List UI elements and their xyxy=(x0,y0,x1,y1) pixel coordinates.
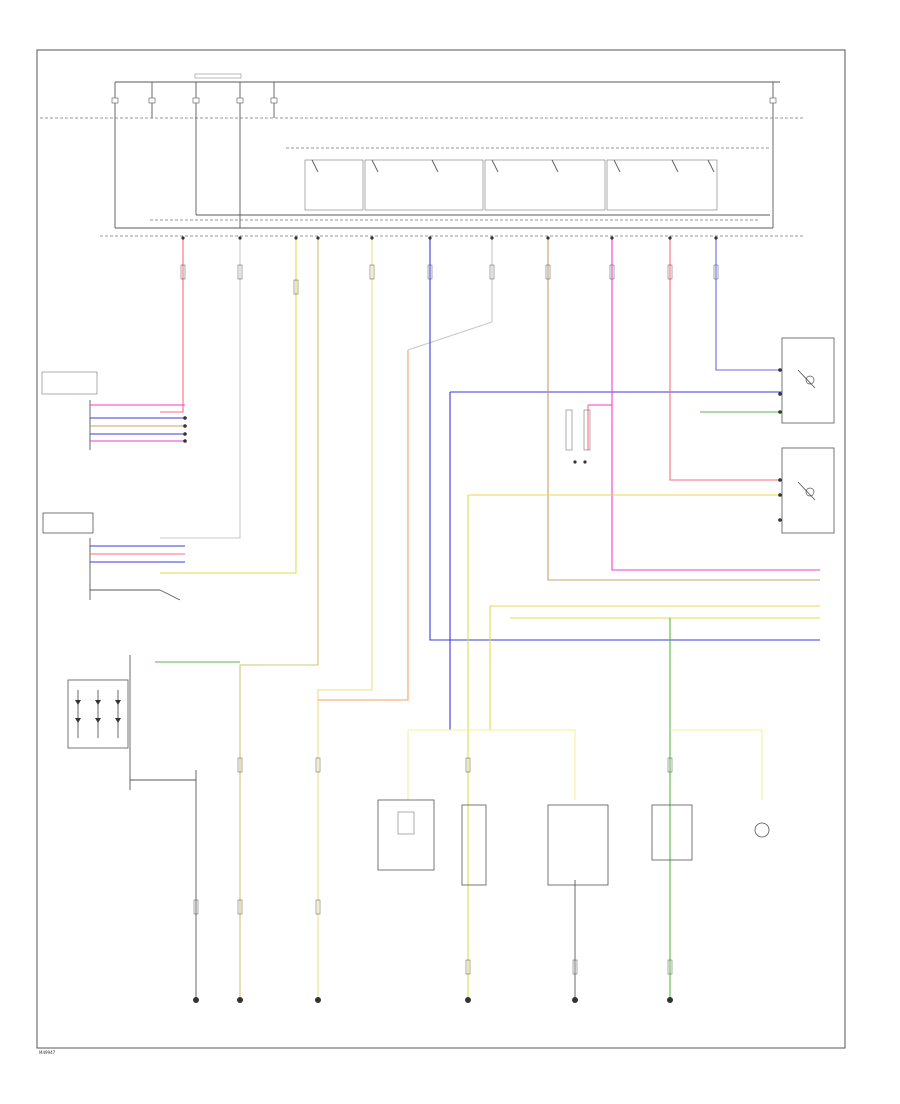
backup-lamp-box xyxy=(377,799,435,871)
wire-orange xyxy=(318,350,409,701)
ground-g6 xyxy=(667,997,673,1003)
license-lamp-left xyxy=(651,804,693,861)
left-sensor-module xyxy=(42,512,185,601)
right-relay-upper xyxy=(778,337,835,424)
ground-g3 xyxy=(315,997,321,1003)
wire-blue xyxy=(429,238,820,641)
diagram-border xyxy=(36,49,846,1049)
ground-g5 xyxy=(572,997,578,1003)
wire-light-yellow xyxy=(317,238,373,1000)
wire-red-right xyxy=(669,238,780,481)
wire-yellow xyxy=(160,238,297,574)
lamp-cluster xyxy=(377,799,770,886)
right-relay-lower xyxy=(778,447,835,534)
wire-pale-3 xyxy=(670,729,763,800)
ground-splice-block xyxy=(67,655,131,790)
license-lamp-right xyxy=(754,822,770,838)
ground-g4 xyxy=(465,997,471,1003)
wire-red xyxy=(160,238,184,413)
ground-points xyxy=(193,997,673,1003)
trailer-connector xyxy=(565,409,591,464)
wire-pink xyxy=(611,238,820,571)
wire-violet xyxy=(715,238,782,371)
wire-white xyxy=(160,238,241,539)
wire-tan xyxy=(547,238,820,581)
right-tail-lamp xyxy=(547,804,609,886)
left-switch-module xyxy=(41,371,187,450)
wire-harness xyxy=(130,238,820,1000)
fuse-block-top xyxy=(40,73,805,228)
wire-white-2 xyxy=(407,238,493,351)
connector-markers xyxy=(180,236,719,975)
ground-g2 xyxy=(237,997,243,1003)
page-label: M49947 xyxy=(39,1050,56,1055)
wire-pale-branch xyxy=(408,729,576,800)
control-module xyxy=(100,147,805,237)
wire-tan-lamp xyxy=(239,238,319,1000)
left-tail-lamp xyxy=(461,804,487,886)
ground-g1 xyxy=(193,997,199,1003)
